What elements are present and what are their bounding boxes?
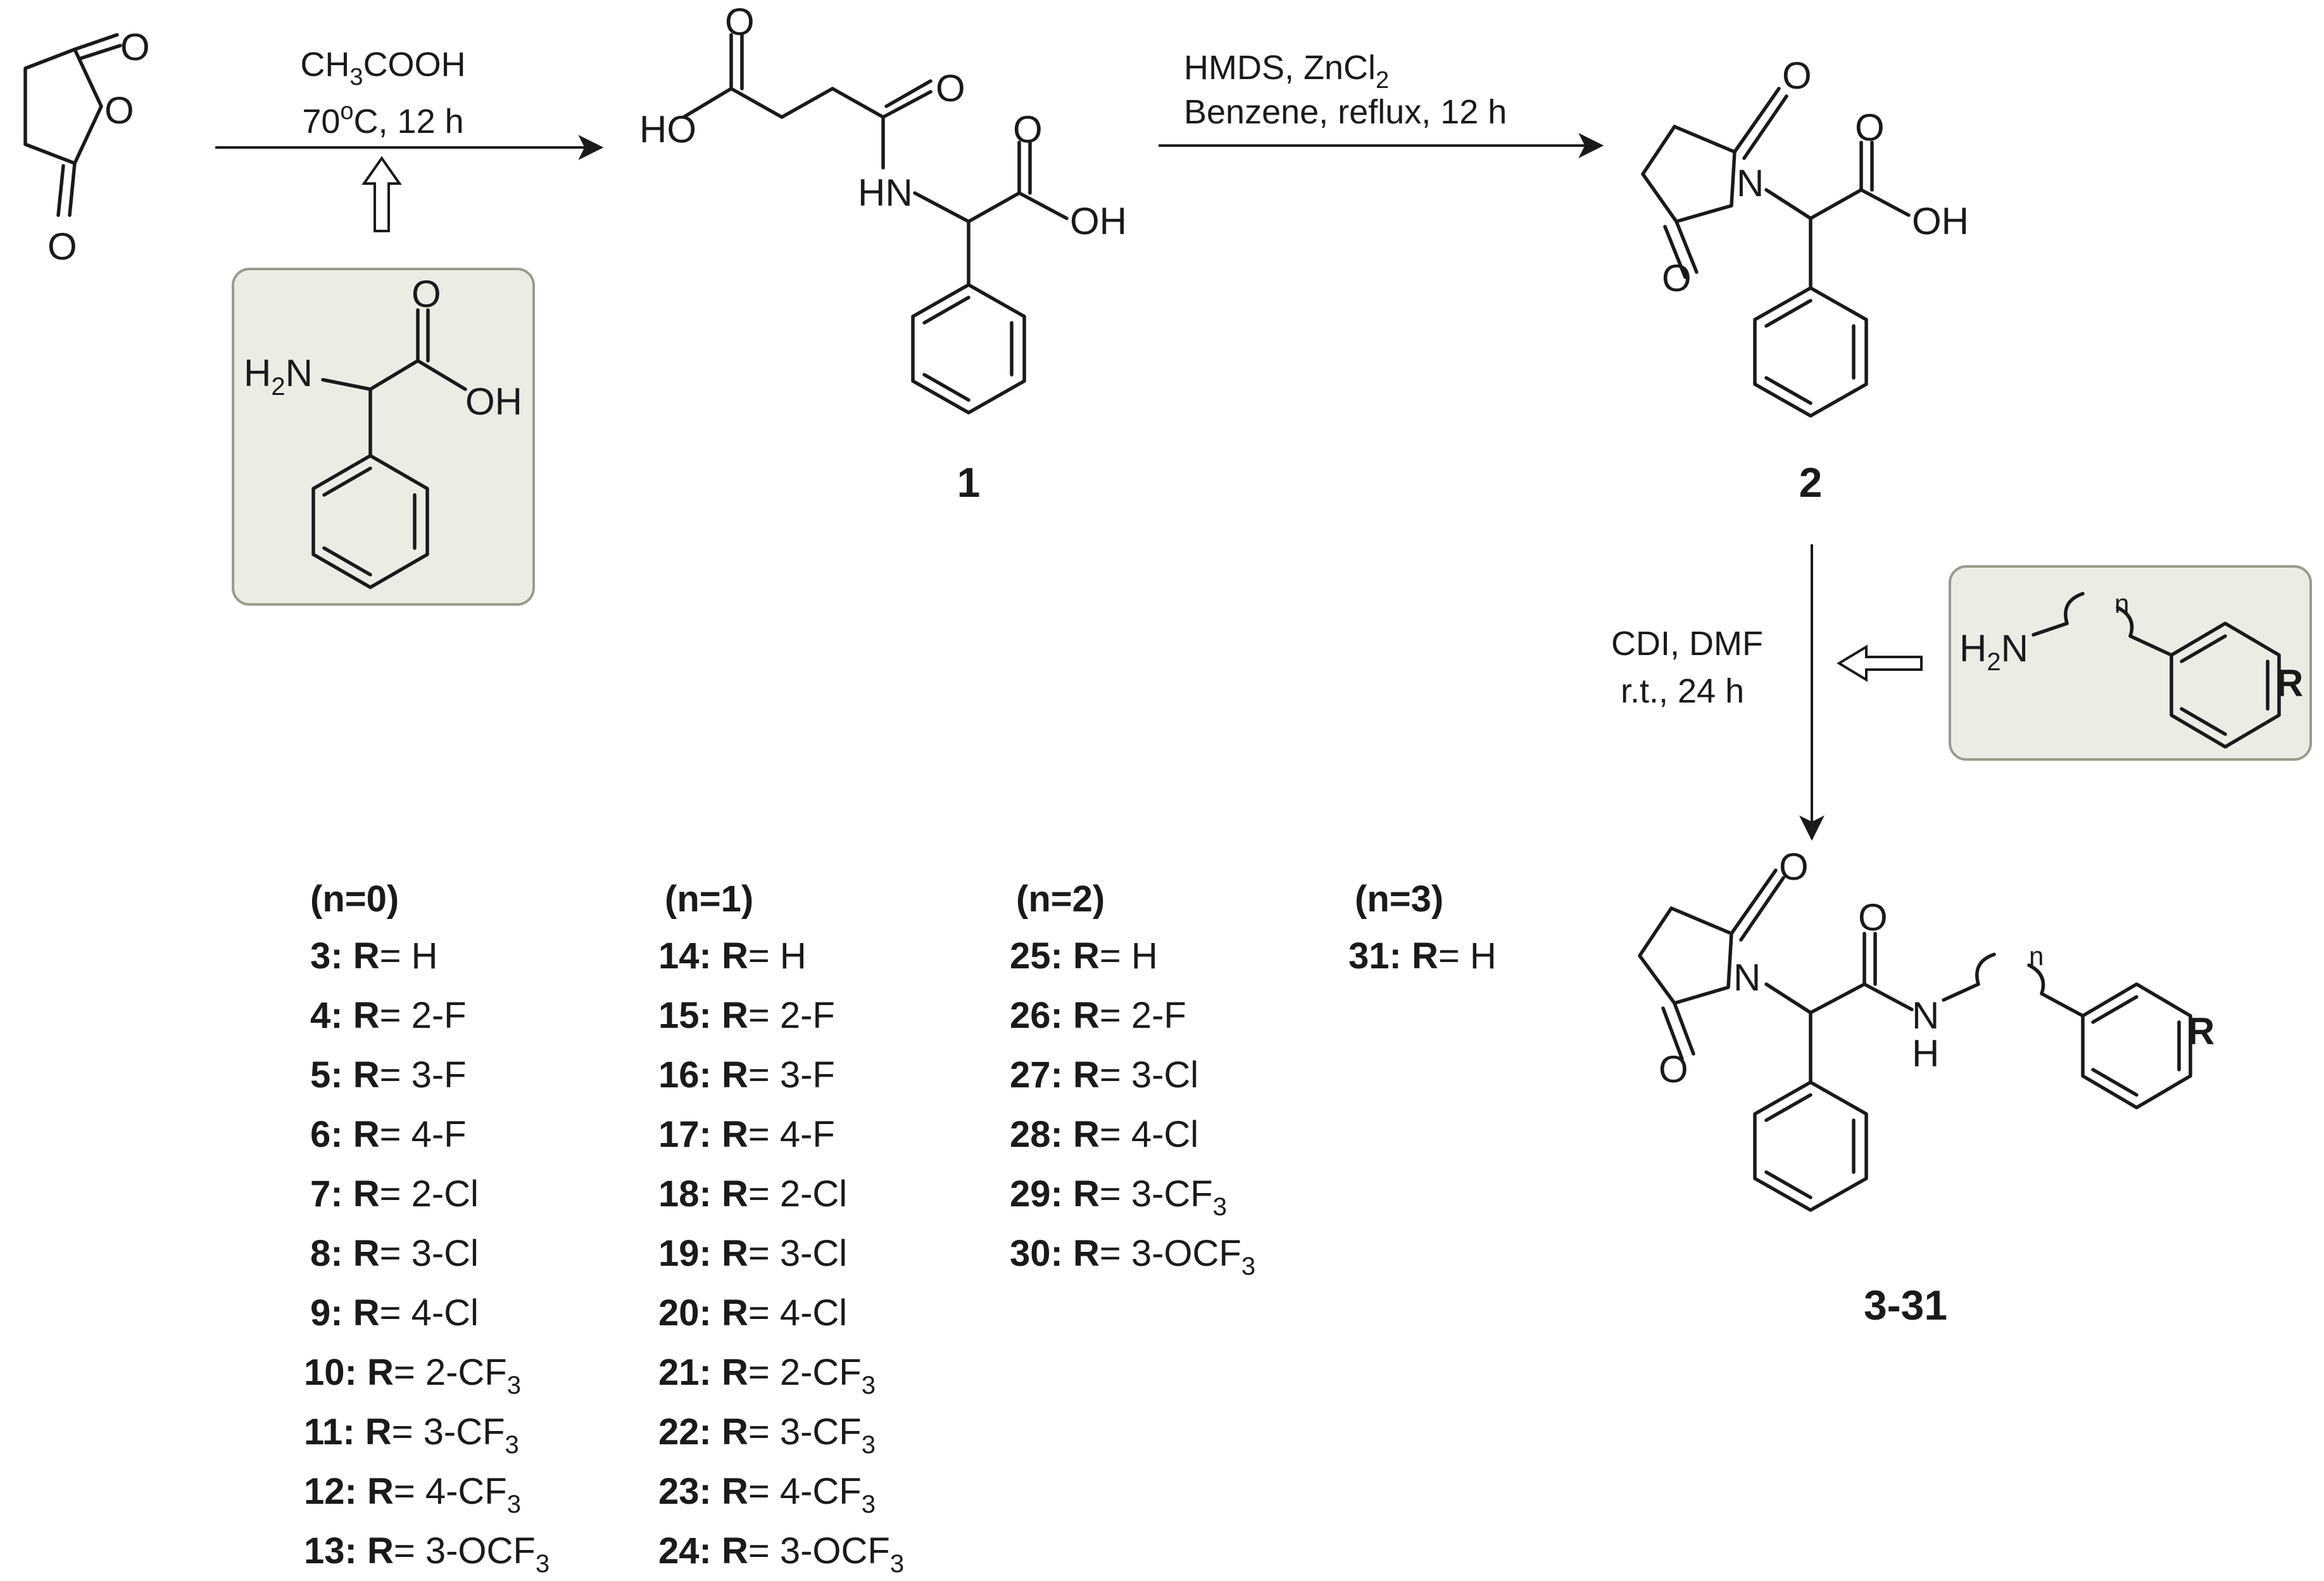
compound-entry: 7: R= 2-Cl (310, 1173, 479, 1215)
repeat-index-n: n (2114, 589, 2129, 618)
step3-condition-temp: r.t., 24 h (1621, 672, 1744, 710)
atom-o: O (1013, 108, 1043, 151)
compound-entry: 23: R= 4-CF3 (658, 1471, 876, 1518)
atom-o: O (1782, 54, 1812, 97)
atom-o: O (1855, 106, 1885, 149)
atom-n: N (1733, 956, 1761, 999)
atom-o: O (1858, 896, 1888, 939)
compound-entry: 21: R= 2-CF3 (658, 1352, 876, 1399)
compound-entry: 15: R= 2-F (658, 995, 835, 1036)
product-3-31: O O N O N H n R 3-31 (1638, 846, 2214, 1328)
step1-condition-temp: 70oC, 12 h (302, 98, 463, 141)
atom-oh: OH (1070, 200, 1127, 242)
compound-label-3-31: 3-31 (1864, 1282, 1947, 1328)
atom-o: O (1662, 257, 1692, 299)
compound-entry: 24: R= 3-OCF3 (658, 1530, 904, 1578)
compound-entry: 18: R= 2-Cl (658, 1173, 847, 1215)
atom-n: N (1912, 994, 1939, 1037)
atom-o: O (120, 26, 150, 68)
compound-entry: 16: R= 3-F (658, 1054, 835, 1096)
compound-entry: 26: R= 2-F (1010, 995, 1186, 1036)
step2-condition-reagent: HMDS, ZnCl2 (1184, 49, 1389, 94)
compound-entry: 12: R= 4-CF3 (304, 1471, 521, 1518)
atom-r: R (2276, 662, 2303, 704)
atom-hn: HN (858, 172, 913, 214)
compound-entry: 6: R= 4-F (310, 1114, 467, 1155)
atom-o: O (725, 1, 755, 43)
compound-entry: 29: R= 3-CF3 (1010, 1173, 1227, 1221)
step2-arrow: HMDS, ZnCl2 Benzene, reflux, 12 h (1159, 49, 1604, 158)
compound-entry: 10: R= 2-CF3 (304, 1352, 521, 1399)
amine-reagent-box: H2N n R (1949, 565, 2312, 761)
substituent-lists: (n=0) 3: R= H 4: R= 2-F 5: R= 3-F 6: R= 4-F 7… (304, 878, 1497, 1578)
compound-entry: 28: R= 4-Cl (1010, 1114, 1198, 1155)
atom-h: H (1912, 1032, 1939, 1075)
step1-condition-reagent: CH3COOH (300, 46, 465, 91)
compound-entry: 4: R= 2-F (310, 995, 467, 1036)
atom-o: O (1779, 846, 1809, 888)
compound-entry: 5: R= 3-F (310, 1054, 467, 1096)
step1-arrow: CH3COOH 70oC, 12 h (215, 46, 604, 232)
compound-1: HO O O HN O OH 1 (639, 1, 1127, 506)
compound-label-1: 1 (957, 459, 981, 506)
atom-r: R (2187, 1010, 2214, 1053)
compound-entry: 30: R= 3-OCF3 (1010, 1233, 1255, 1280)
compound-entry: 17: R= 4-F (658, 1114, 835, 1155)
step3-arrow: CDI, DMF r.t., 24 h (1611, 544, 1923, 841)
atom-o: O (936, 67, 965, 109)
compound-entry: 19: R= 3-Cl (658, 1233, 847, 1274)
step2-condition-solvent: Benzene, reflux, 12 h (1184, 93, 1507, 131)
compound-entry: 3: R= H (310, 935, 437, 977)
compound-2: O O N O OH 2 (1641, 54, 1969, 506)
atom-o: O (411, 273, 441, 315)
compound-entry: 8: R= 3-Cl (310, 1233, 479, 1274)
compound-entry: 13: R= 3-OCF3 (304, 1530, 550, 1578)
atom-o: O (47, 225, 77, 268)
group-header: (n=0) (310, 878, 399, 920)
compound-entry: 31: R= H (1348, 935, 1497, 977)
compound-entry: 11: R= 3-CF3 (304, 1411, 519, 1459)
reagent-pointer-arrow (361, 156, 402, 232)
reagent-pointer-arrow (1837, 644, 1923, 682)
compound-entry: 27: R= 3-Cl (1010, 1054, 1198, 1096)
step3-condition-reagent: CDI, DMF (1611, 625, 1763, 663)
succinic-anhydride: O O O (23, 26, 150, 268)
compound-label-2: 2 (1799, 459, 1823, 506)
group-header: (n=3) (1355, 878, 1443, 920)
group-header: (n=1) (665, 878, 753, 920)
compound-entry: 20: R= 4-Cl (658, 1292, 847, 1334)
repeat-index-n: n (2029, 941, 2044, 971)
atom-oh: OH (1912, 200, 1969, 242)
phenylglycine-reagent-box: H2N O OH (232, 268, 535, 606)
compound-entry: 9: R= 4-Cl (310, 1292, 479, 1334)
compound-entry: 25: R= H (1010, 935, 1158, 977)
atom-o: O (104, 89, 134, 132)
compound-entry: 14: R= H (658, 935, 807, 977)
atom-n: N (1737, 162, 1764, 204)
atom-o: O (1659, 1048, 1688, 1090)
group-header: (n=2) (1016, 878, 1105, 920)
atom-oh: OH (465, 380, 522, 423)
compound-entry: 22: R= 3-CF3 (658, 1411, 876, 1459)
